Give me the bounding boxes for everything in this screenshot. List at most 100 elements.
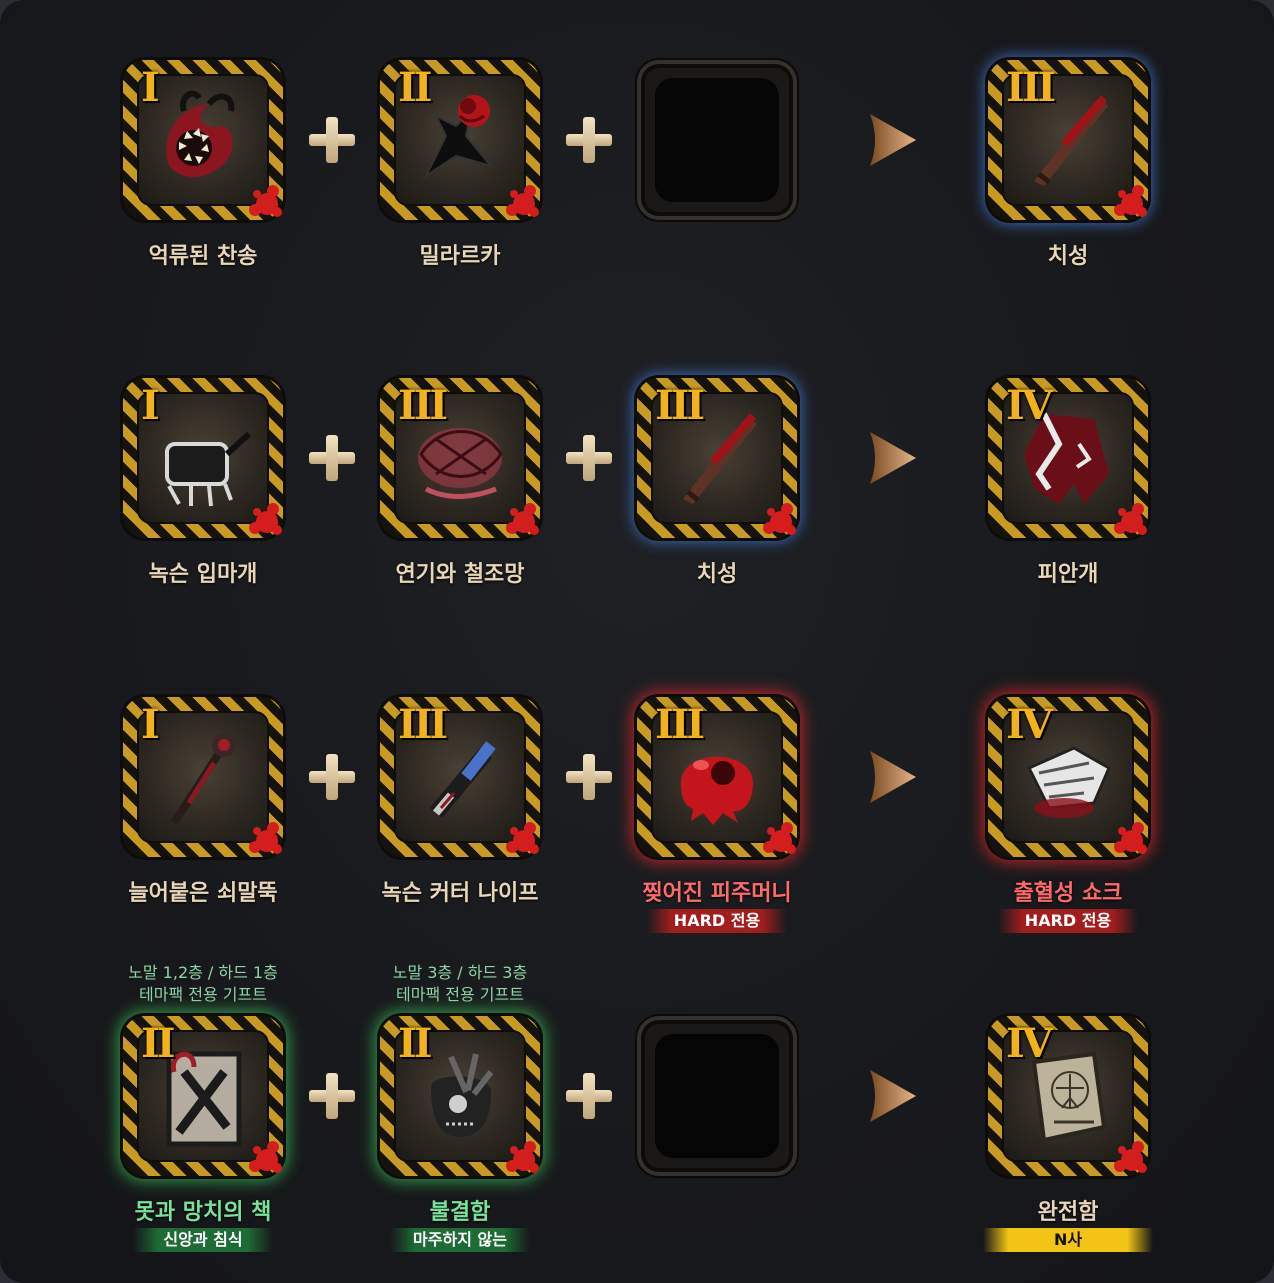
item-frame[interactable]: III xyxy=(380,697,540,857)
result-slot[interactable]: IV 출혈성 쇼크 HARD 전용 xyxy=(988,697,1148,933)
blood-splatter-icon xyxy=(1114,822,1147,854)
thorned-maw-icon xyxy=(137,74,269,206)
item-frame[interactable]: IV xyxy=(988,1016,1148,1176)
item-frame[interactable]: I xyxy=(123,60,283,220)
item-name: 치성 xyxy=(696,562,738,587)
item-name: 치성 xyxy=(1047,244,1089,269)
plus-icon xyxy=(309,117,355,163)
blood-sac-icon xyxy=(651,711,783,843)
empty-frame[interactable] xyxy=(637,1016,797,1176)
tier-label: I xyxy=(141,382,160,429)
plus-icon xyxy=(566,1073,612,1119)
result-slot[interactable]: IV 완전함 N사 xyxy=(983,1016,1153,1252)
item-name: 억류된 찬송 xyxy=(148,244,258,269)
tier-label: III xyxy=(398,701,448,748)
ingredient-slot[interactable]: 노말 3층 / 하드 3층 테마팩 전용 기프트 II 불결함 마주하지 않는 xyxy=(380,963,540,1252)
note-line: 테마팩 전용 기프트 xyxy=(139,985,267,1004)
plus-icon xyxy=(309,435,355,481)
blood-splatter-icon xyxy=(506,503,539,535)
item-frame[interactable]: I xyxy=(123,697,283,857)
tier-label: IV xyxy=(1006,701,1053,748)
item-name: 늘어붙은 쇠말뚝 xyxy=(128,881,278,906)
item-frame[interactable]: IV xyxy=(988,697,1148,857)
blood-splatter-icon xyxy=(249,1141,282,1173)
nail-hammer-book-icon xyxy=(137,1030,269,1162)
item-frame[interactable]: III xyxy=(637,378,797,538)
empty-slot-inner xyxy=(655,78,779,202)
tier-label: IV xyxy=(1006,1020,1053,1067)
theme-pack-note: 노말 3층 / 하드 3층 테마팩 전용 기프트 xyxy=(320,962,600,1006)
plus-icon xyxy=(309,1073,355,1119)
ingredient-slot[interactable]: III 찢어진 피주머니 HARD 전용 xyxy=(637,697,797,933)
arrow-right-icon xyxy=(870,751,916,803)
muzzle-icon xyxy=(137,392,269,524)
ingredient-slot[interactable]: II 밀라르카 xyxy=(380,60,540,269)
tier-label: I xyxy=(141,701,160,748)
blood-splatter-icon xyxy=(506,822,539,854)
cutter-knife-icon xyxy=(394,711,526,843)
note-line: 노말 3층 / 하드 3층 xyxy=(392,963,528,982)
plus-icon xyxy=(566,117,612,163)
blood-splatter-icon xyxy=(1114,1141,1147,1173)
plus-icon xyxy=(566,754,612,800)
item-frame[interactable]: III xyxy=(988,60,1148,220)
item-name: 불결함 xyxy=(429,1200,491,1225)
ingredient-slot[interactable]: I 늘어붙은 쇠말뚝 xyxy=(123,697,283,906)
hard-only-badge: HARD 전용 xyxy=(647,909,787,933)
item-frame[interactable]: III xyxy=(637,697,797,857)
blood-splatter-icon xyxy=(249,503,282,535)
ingredient-slot[interactable]: III 연기와 철조망 xyxy=(380,378,540,587)
item-frame[interactable]: III xyxy=(380,378,540,538)
tier-label: II xyxy=(141,1020,175,1067)
ingredient-slot[interactable]: 노말 1,2층 / 하드 1층 테마팩 전용 기프트 II 못과 망치의 책 신… xyxy=(123,963,283,1252)
hard-only-badge: HARD 전용 xyxy=(998,909,1138,933)
empty-slot[interactable] xyxy=(637,1016,797,1176)
ingredient-slot[interactable]: III 치성 xyxy=(637,378,797,587)
arrow-right-icon xyxy=(870,114,916,166)
theme-pack-badge: 신앙과 침식 xyxy=(133,1228,273,1252)
item-name: 찢어진 피주머니 xyxy=(642,881,792,906)
item-name: 피안개 xyxy=(1037,562,1099,587)
blood-splatter-icon xyxy=(1114,503,1147,535)
tier-label: II xyxy=(398,1020,432,1067)
arrow-right-icon xyxy=(870,432,916,484)
blood-splatter-icon xyxy=(763,822,796,854)
blood-splatter-icon xyxy=(506,1141,539,1173)
vitruvian-book-icon xyxy=(1002,1030,1134,1162)
blood-splatter-icon xyxy=(1114,185,1147,217)
bloody-stake-icon xyxy=(1002,74,1134,206)
bloody-papers-icon xyxy=(1002,711,1134,843)
item-name: 못과 망치의 책 xyxy=(134,1200,272,1225)
item-name: 완전함 xyxy=(1037,1200,1099,1225)
tier-label: II xyxy=(398,64,432,111)
item-name: 출혈성 쇼크 xyxy=(1013,881,1123,906)
barbed-wire-icon xyxy=(394,392,526,524)
ingredient-slot[interactable]: I 녹슨 입마개 xyxy=(123,378,283,587)
note-line: 테마팩 전용 기프트 xyxy=(396,985,524,1004)
plus-icon xyxy=(309,754,355,800)
empty-frame[interactable] xyxy=(637,60,797,220)
item-name: 밀라르카 xyxy=(419,244,501,269)
tier-label: III xyxy=(655,701,705,748)
item-frame[interactable]: II xyxy=(380,1016,540,1176)
blood-splatter-icon xyxy=(249,822,282,854)
arrow-right-icon xyxy=(870,1070,916,1122)
blood-splatter-icon xyxy=(763,503,796,535)
iron-spike-icon xyxy=(137,711,269,843)
result-slot[interactable]: III 치성 xyxy=(988,60,1148,269)
result-slot[interactable]: IV 피안개 xyxy=(988,378,1148,587)
item-frame[interactable]: II xyxy=(380,60,540,220)
tier-label: III xyxy=(655,382,705,429)
theme-pack-note: 노말 1,2층 / 하드 1층 테마팩 전용 기프트 xyxy=(63,962,343,1006)
empty-slot-inner xyxy=(655,1034,779,1158)
empty-slot[interactable] xyxy=(637,60,797,220)
nailed-sack-icon xyxy=(394,1030,526,1162)
item-frame[interactable]: II xyxy=(123,1016,283,1176)
item-name: 녹슨 입마개 xyxy=(148,562,258,587)
rose-icon xyxy=(394,74,526,206)
item-frame[interactable]: I xyxy=(123,378,283,538)
ingredient-slot[interactable]: I 억류된 찬송 xyxy=(123,60,283,269)
item-frame[interactable]: IV xyxy=(988,378,1148,538)
ingredient-slot[interactable]: III 녹슨 커터 나이프 xyxy=(380,697,540,906)
